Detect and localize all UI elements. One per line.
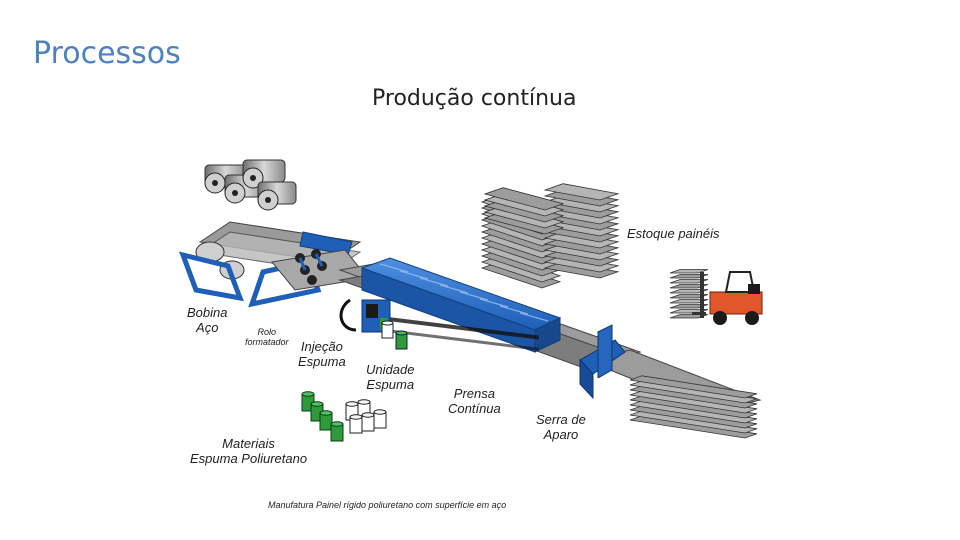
label-line: Espuma xyxy=(298,353,346,369)
panel-sheet xyxy=(669,284,709,289)
panel-sheet xyxy=(669,294,709,299)
label-prensa-continua: Prensa Contínua xyxy=(448,386,501,416)
label-line: Serra de xyxy=(536,412,586,427)
label-rolo-formatador: Rolo formatador xyxy=(245,327,289,347)
label-materiais: Materiais Espuma Poliuretano xyxy=(190,436,308,466)
label-line: Injeção xyxy=(300,339,343,354)
panel-sheet xyxy=(629,400,758,424)
label-line: Aço xyxy=(196,319,219,335)
label-line: Aparo xyxy=(543,426,579,442)
forklift-icon xyxy=(692,271,763,325)
label-line: Espuma xyxy=(366,376,415,392)
label-line: formatador xyxy=(245,337,289,348)
label-line: Unidade xyxy=(366,362,415,377)
trim-saw xyxy=(579,324,626,400)
continuous-press xyxy=(360,257,562,353)
panel-sheet xyxy=(483,187,565,211)
diagram-subtitle: Produção contínua xyxy=(372,86,577,111)
panel-sheet xyxy=(669,304,709,309)
label-bobina-aco: Bobina Aço xyxy=(187,305,228,335)
slide-title: Processos xyxy=(33,36,181,71)
panel-sheet xyxy=(669,269,709,274)
label-line: Prensa xyxy=(453,386,495,401)
panel-sheet xyxy=(629,415,758,439)
drum-icon xyxy=(301,391,387,442)
steel-coil-icon xyxy=(204,159,297,211)
drum-icon xyxy=(381,320,408,350)
panel-sheet xyxy=(629,375,758,399)
label-line: Contínua xyxy=(448,400,501,416)
label-line: Materiais xyxy=(222,436,275,451)
label-injecao-espuma: Injeção Espuma xyxy=(298,339,346,369)
output-panel-stack xyxy=(629,375,758,439)
panel-sheet xyxy=(669,299,709,304)
panel-sheet xyxy=(629,380,758,404)
label-line: Rolo xyxy=(257,327,277,337)
label-line: Bobina xyxy=(187,305,228,320)
panel-sheet xyxy=(669,279,709,284)
panel-sheet xyxy=(543,183,620,201)
panel-sheet xyxy=(629,390,758,414)
label-serra-aparo: Serra de Aparo xyxy=(536,412,586,442)
panel-stock-pile xyxy=(480,183,620,289)
panel-sheet xyxy=(629,385,758,409)
panel-sheet xyxy=(669,289,709,294)
panel-sheet xyxy=(669,314,709,319)
panel-sheet xyxy=(629,395,758,419)
diagram-caption: Manufatura Painel rígido poliuretano com… xyxy=(268,500,507,510)
label-unidade-espuma: Unidade Espuma xyxy=(366,362,415,392)
panel-sheet xyxy=(669,274,709,279)
label-estoque-paineis: Estoque painéis xyxy=(627,226,720,241)
panel-sheet xyxy=(629,405,758,429)
label-line: Espuma Poliuretano xyxy=(190,450,308,466)
panel-sheet xyxy=(629,410,758,434)
